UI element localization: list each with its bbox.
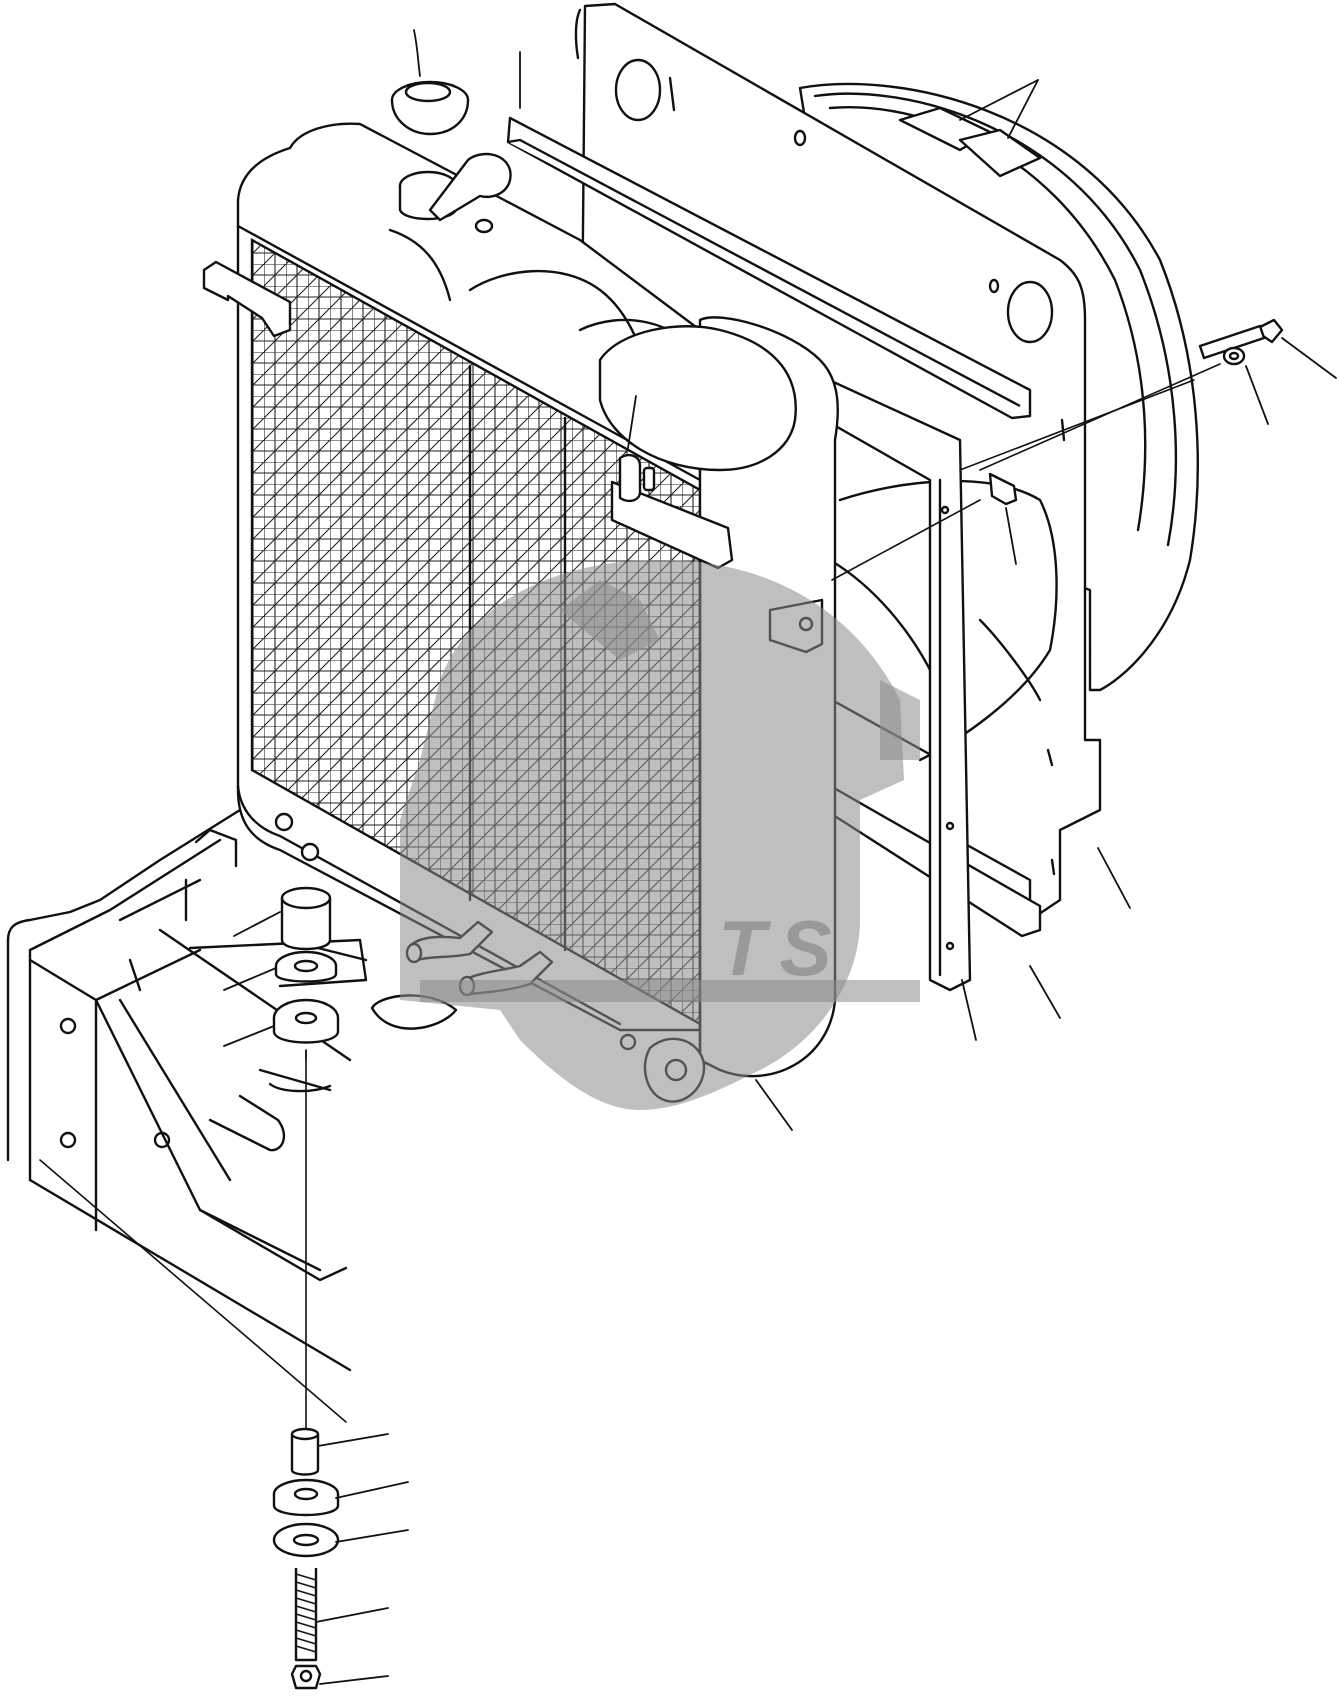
watermark-text: TS xyxy=(718,904,846,992)
clip xyxy=(831,472,1018,581)
lower-mount-stack xyxy=(272,1427,340,1690)
filler-neck xyxy=(398,152,512,234)
radiator-brackets xyxy=(202,260,734,570)
screw-washer xyxy=(959,318,1284,471)
leader-lines xyxy=(39,29,1337,1685)
top-seal-strip xyxy=(506,116,1032,420)
filler-cap xyxy=(390,80,470,136)
mount-stack xyxy=(272,886,340,1431)
watermark-logo xyxy=(400,560,920,1110)
